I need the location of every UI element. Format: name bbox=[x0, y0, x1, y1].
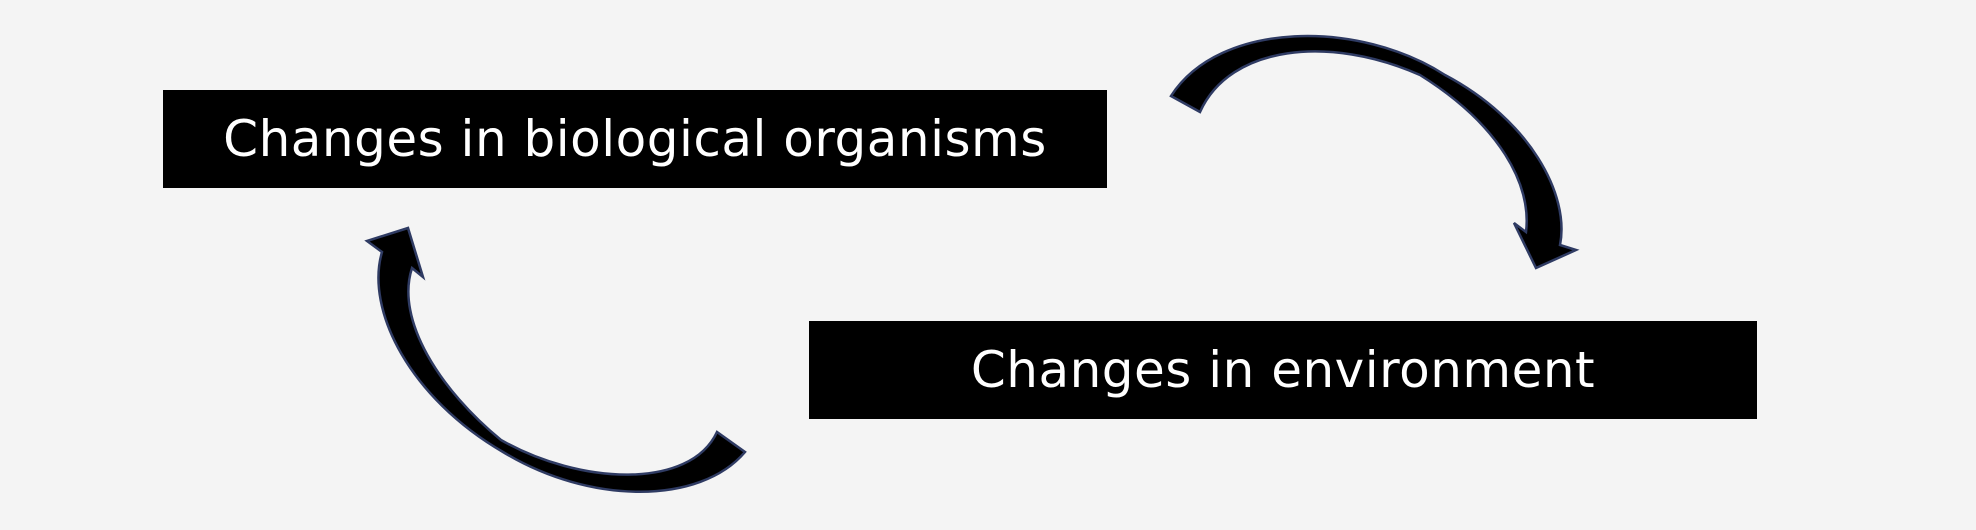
node-organisms: Changes in biological organisms bbox=[163, 90, 1107, 188]
arrow-environment-to-organisms bbox=[364, 226, 747, 493]
node-organisms-label: Changes in biological organisms bbox=[223, 110, 1047, 168]
arrow-organisms-to-environment bbox=[1169, 34, 1580, 270]
node-environment-label: Changes in environment bbox=[970, 341, 1596, 399]
node-environment: Changes in environment bbox=[809, 321, 1757, 419]
